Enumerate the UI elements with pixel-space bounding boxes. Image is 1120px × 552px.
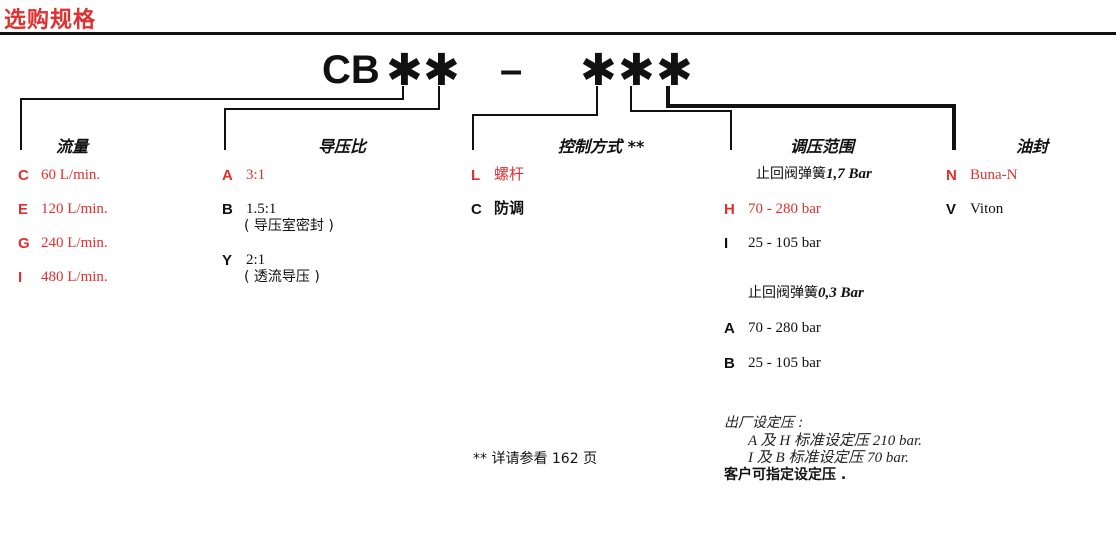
wildcard-3: ✱ [580, 45, 617, 96]
page-title: 选购规格 [4, 8, 97, 33]
spring-label-1-7: 止回阀弹簧1,7 Bar [756, 166, 872, 182]
header-pilot-ratio: 导压比 [318, 137, 367, 156]
header-seal: 油封 [1016, 137, 1049, 156]
model-prefix: CB [322, 48, 380, 92]
header-pressure-range: 调压范围 [790, 137, 855, 156]
header-control: 控制方式 ** [558, 137, 645, 156]
model-dash: – [500, 48, 523, 92]
wildcard-1: ✱ [386, 45, 423, 96]
wildcard-4: ✱ [618, 45, 655, 96]
control-footnote: ** 详请参看 162 页 [473, 451, 598, 467]
spring-label-0-3: 止回阀弹簧0,3 Bar [748, 285, 864, 301]
wildcard-5: ✱ [656, 45, 693, 96]
wildcard-2: ✱ [423, 45, 460, 96]
title-underline [0, 32, 1116, 35]
header-flow: 流量 [56, 137, 89, 156]
